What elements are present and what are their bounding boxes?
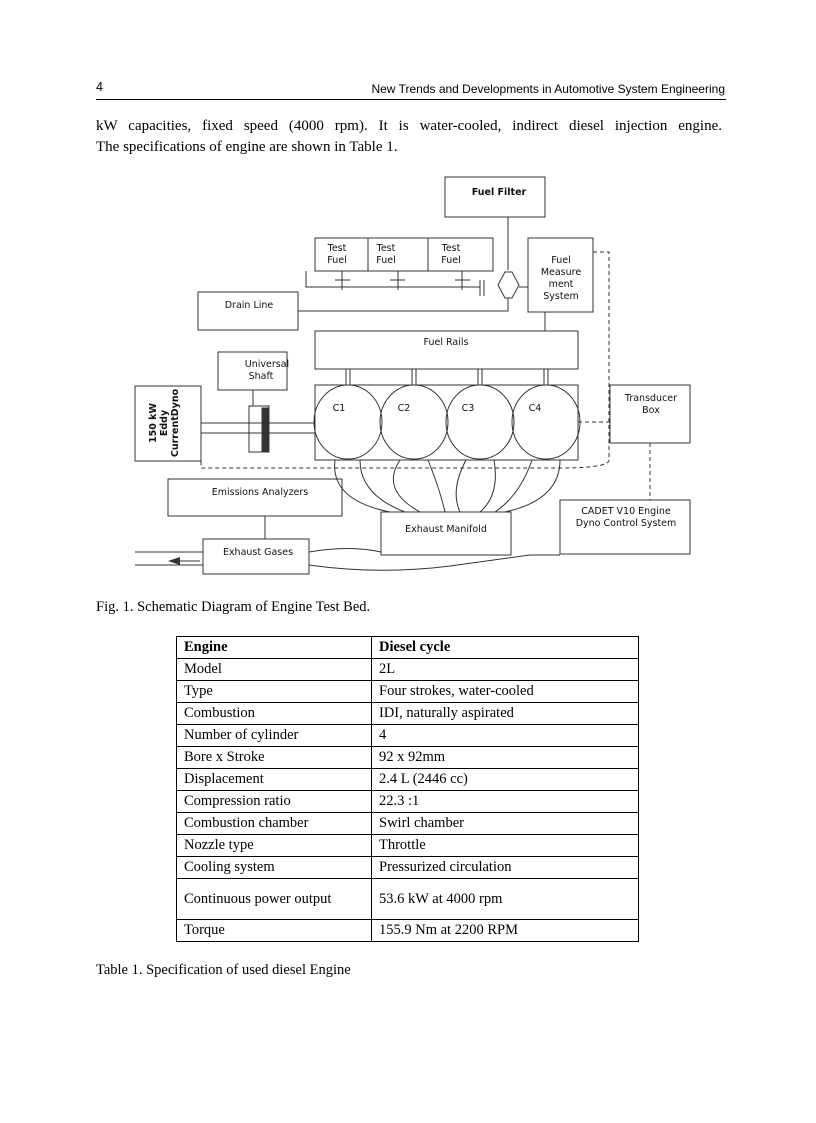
page-number: 4 xyxy=(96,80,103,94)
fuel-measurement-label-1: Fuel xyxy=(551,255,570,266)
test-fuel-3-label: Test xyxy=(441,243,461,254)
fuel-rails-label: Fuel Rails xyxy=(424,337,469,348)
test-fuel-2-label: Test xyxy=(376,243,396,254)
table-cell: 22.3 :1 xyxy=(371,790,639,813)
table-cell: Model xyxy=(176,658,372,681)
universal-shaft-label-1: Universal xyxy=(245,359,289,370)
table-cell: Torque xyxy=(176,919,372,942)
fuel-measurement-label-4: System xyxy=(543,291,578,302)
transducer-label-1: Transducer xyxy=(624,393,677,404)
table-cell: Cooling system xyxy=(176,856,372,879)
emissions-analyzers-label: Emissions Analyzers xyxy=(212,487,309,498)
fuel-filter-box xyxy=(444,176,546,218)
cylinder-c1-label: C1 xyxy=(333,403,346,414)
table-cell: IDI, naturally aspirated xyxy=(371,702,639,725)
table-cell: Pressurized circulation xyxy=(371,856,639,879)
table-cell: 2L xyxy=(371,658,639,681)
test-fuel-1-label: Test xyxy=(327,243,347,254)
table-cell: Throttle xyxy=(371,834,639,857)
table-cell: Continuous power output xyxy=(176,878,372,920)
table-header-cell: Engine xyxy=(176,636,372,659)
cylinder-c4 xyxy=(511,384,581,460)
test-fuel-box-3 xyxy=(427,237,494,272)
table-cell: Number of cylinder xyxy=(176,724,372,747)
cylinder-c4-label: C4 xyxy=(529,403,542,414)
exhaust-manifold-label: Exhaust Manifold xyxy=(405,524,487,535)
table-caption: Table 1. Specification of used diesel En… xyxy=(96,962,351,978)
fuel-measurement-box xyxy=(527,237,594,313)
table-cell: 155.9 Nm at 2200 RPM xyxy=(371,919,639,942)
table-cell: Nozzle type xyxy=(176,834,372,857)
control-system-box xyxy=(559,499,691,555)
table-cell: Compression ratio xyxy=(176,790,372,813)
test-fuel-2-label-2: Fuel xyxy=(376,255,395,266)
dyno-label-1: 150 kW xyxy=(148,403,159,443)
table-cell: Combustion xyxy=(176,702,372,725)
dyno-label-3: CurrentDyno xyxy=(170,388,181,457)
running-title: New Trends and Developments in Automotiv… xyxy=(371,82,725,96)
transducer-label-2: Box xyxy=(642,405,660,416)
control-system-label-2: Dyno Control System xyxy=(576,518,677,529)
table-cell: 2.4 L (2446 cc) xyxy=(371,768,639,791)
table-cell: 92 x 92mm xyxy=(371,746,639,769)
fuel-rails-box xyxy=(314,330,579,370)
drain-line-label: Drain Line xyxy=(225,300,274,311)
engine-test-bed-diagram: Fuel Filter Test Fuel Test Fuel Test Fue… xyxy=(134,176,691,575)
table-cell: Swirl chamber xyxy=(371,812,639,835)
table-header-row: Engine Diesel cycle xyxy=(176,636,639,659)
fuel-measurement-label-3: ment xyxy=(549,279,574,290)
table-cell: 4 xyxy=(371,724,639,747)
cylinder-c2-label: C2 xyxy=(398,403,411,414)
table-cell: Bore x Stroke xyxy=(176,746,372,769)
figure-caption: Fig. 1. Schematic Diagram of Engine Test… xyxy=(96,599,371,615)
table-cell: Type xyxy=(176,680,372,703)
exhaust-manifold-box xyxy=(380,511,512,556)
cylinder-c3-label: C3 xyxy=(462,403,475,414)
cylinder-c3 xyxy=(445,384,515,460)
control-system-label-1: CADET V10 Engine xyxy=(581,506,671,517)
test-fuel-3-label-2: Fuel xyxy=(441,255,460,266)
body-paragraph: kW capacities, fixed speed (4000 rpm). I… xyxy=(96,116,722,158)
fuel-filter-label: Fuel Filter xyxy=(472,187,527,198)
test-fuel-1-label-2: Fuel xyxy=(327,255,346,266)
universal-shaft-label-2: Shaft xyxy=(249,371,274,382)
table-cell: Displacement xyxy=(176,768,372,791)
drain-line-box xyxy=(197,291,299,331)
paragraph-line-1: kW capacities, fixed speed (4000 rpm). I… xyxy=(96,118,722,134)
exhaust-gases-label: Exhaust Gases xyxy=(223,547,293,558)
header-rule xyxy=(96,99,726,100)
cylinder-c2 xyxy=(379,384,449,460)
paragraph-line-2: The specifications of engine are shown i… xyxy=(96,139,398,155)
emissions-analyzers-box xyxy=(167,478,343,517)
cylinder-c1 xyxy=(313,384,383,460)
table-cell: Four strokes, water-cooled xyxy=(371,680,639,703)
table-cell: Combustion chamber xyxy=(176,812,372,835)
fuel-measurement-label-2: Measure xyxy=(541,267,582,278)
dyno-label-2: Eddy xyxy=(159,409,170,436)
table-header-cell: Diesel cycle xyxy=(371,636,639,659)
table-cell: 53.6 kW at 4000 rpm xyxy=(371,878,639,920)
exhaust-gases-box xyxy=(202,538,310,575)
